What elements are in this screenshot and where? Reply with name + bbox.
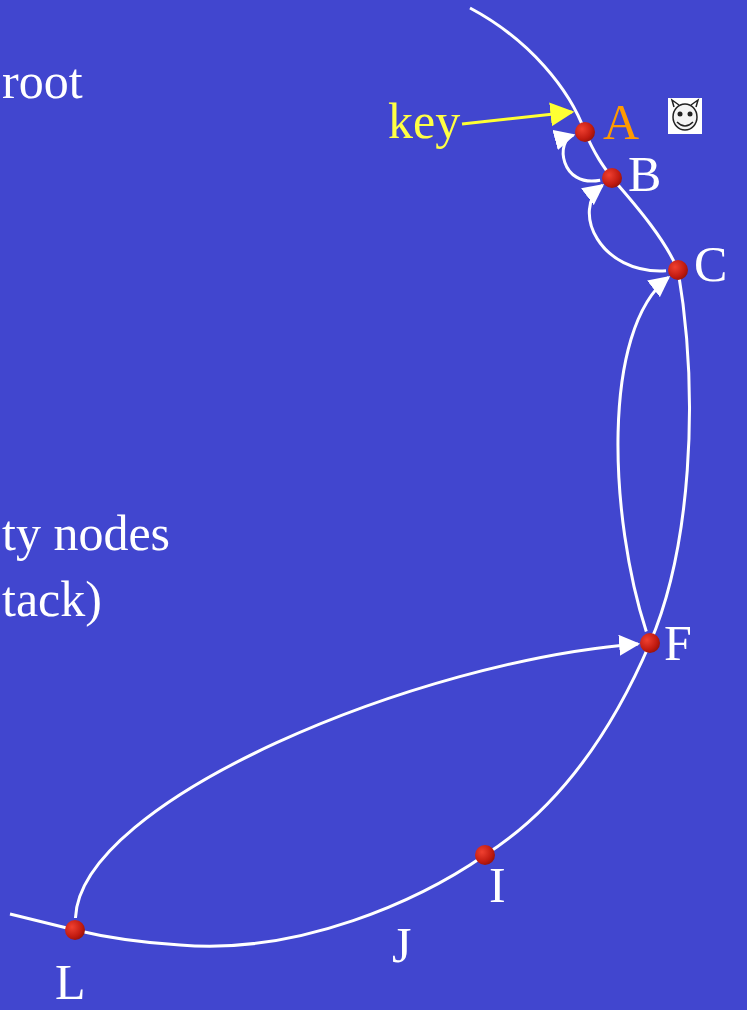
finger-arrow — [618, 277, 669, 631]
node-dot — [575, 122, 595, 142]
finger-arrow — [563, 135, 600, 181]
node-dot — [65, 920, 85, 940]
node-label: L — [55, 957, 86, 1007]
node-dot — [668, 260, 688, 280]
devil-icon — [668, 98, 702, 134]
ring-node: A — [575, 107, 631, 157]
ring-node: I — [475, 830, 512, 880]
node-dot — [602, 168, 622, 188]
text-label: key — [388, 96, 460, 146]
ring-arc — [10, 8, 689, 946]
text-label: ty nodes — [2, 508, 170, 558]
finger-arrow — [75, 644, 638, 918]
node-label: C — [694, 239, 727, 289]
ring-node: F — [640, 618, 688, 668]
ring-node: B — [602, 153, 655, 203]
text-label: tack) — [2, 574, 102, 624]
node-label: I — [489, 860, 506, 910]
node-label: F — [664, 618, 692, 668]
text-label: root — [2, 56, 83, 106]
node-label: B — [628, 149, 661, 199]
node-label: A — [603, 97, 639, 147]
ring-node: C — [668, 245, 721, 295]
text-label: J — [392, 920, 411, 970]
key-pointer — [462, 112, 572, 124]
node-dot — [640, 633, 660, 653]
ring-node: L — [65, 905, 116, 955]
